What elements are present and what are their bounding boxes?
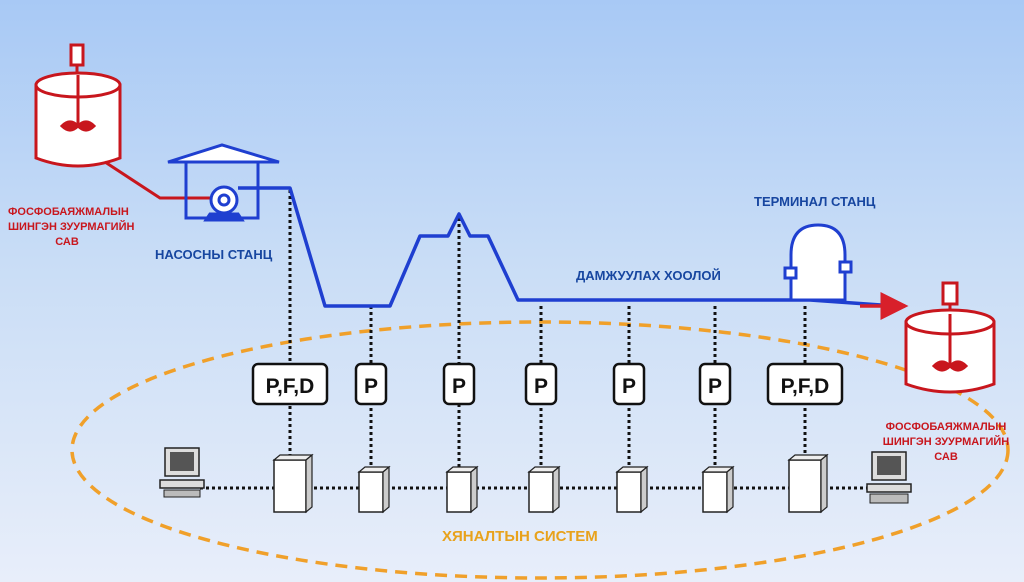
- feed-line: [104, 160, 222, 200]
- sensor-box: P: [524, 362, 558, 406]
- rtu-cabinets: [272, 453, 829, 514]
- sensor-box-label: P,F,D: [266, 375, 315, 398]
- sensor-box: P: [698, 362, 732, 406]
- control-system-boundary: [70, 320, 1010, 580]
- sensor-box-label: P: [364, 375, 378, 398]
- rtu-cabinet-icon: [445, 465, 479, 514]
- rtu-cabinet-icon: [272, 453, 314, 514]
- computer-left-icon: [159, 447, 205, 498]
- sensor-box-label: P: [622, 375, 636, 398]
- sensor-box: P: [442, 362, 476, 406]
- sensor-box: P,F,D: [766, 362, 844, 406]
- sensor-boxes: P,F,D P P P P P P,F,D: [251, 362, 844, 406]
- sensor-box: P: [612, 362, 646, 406]
- pipeline-label: ДАМЖУУЛАХ ХООЛОЙ: [576, 268, 721, 283]
- destination-tank-label: ФОСФОБАЯЖМАЛЫН ШИНГЭН ЗУУРМАГИЙН САВ: [882, 421, 1010, 463]
- rtu-cabinet-icon: [527, 465, 561, 514]
- rtu-cabinet-icon: [615, 465, 649, 514]
- destination-tank-icon: [904, 281, 996, 394]
- rtu-cabinet-icon: [701, 465, 735, 514]
- pump-station-icon: [167, 143, 280, 222]
- sensor-box: P: [354, 362, 388, 406]
- control-system-label: ХЯНАЛТЫН СИСТЕМ: [442, 528, 598, 545]
- sensor-box-label: P: [452, 375, 466, 398]
- sensor-box-label: P,F,D: [781, 375, 830, 398]
- transmission-pipeline: [238, 186, 896, 308]
- rtu-cabinet-icon: [357, 465, 391, 514]
- sensor-box-label: P: [708, 375, 722, 398]
- source-tank-label: ФОСФОБАЯЖМАЛЫН ШИНГЭН ЗУУРМАГИЙН САВ: [8, 206, 135, 248]
- terminal-station-icon: [783, 223, 853, 302]
- terminal-station-label: ТЕРМИНАЛ СТАНЦ: [754, 194, 876, 209]
- sensor-box: P,F,D: [251, 362, 329, 406]
- rtu-cabinet-icon: [787, 453, 829, 514]
- sensor-box-label: P: [534, 375, 548, 398]
- pump-station-label: НАСОСНЫ СТАНЦ: [155, 247, 273, 262]
- computer-right-icon: [866, 451, 912, 504]
- source-tank-icon: [34, 43, 122, 168]
